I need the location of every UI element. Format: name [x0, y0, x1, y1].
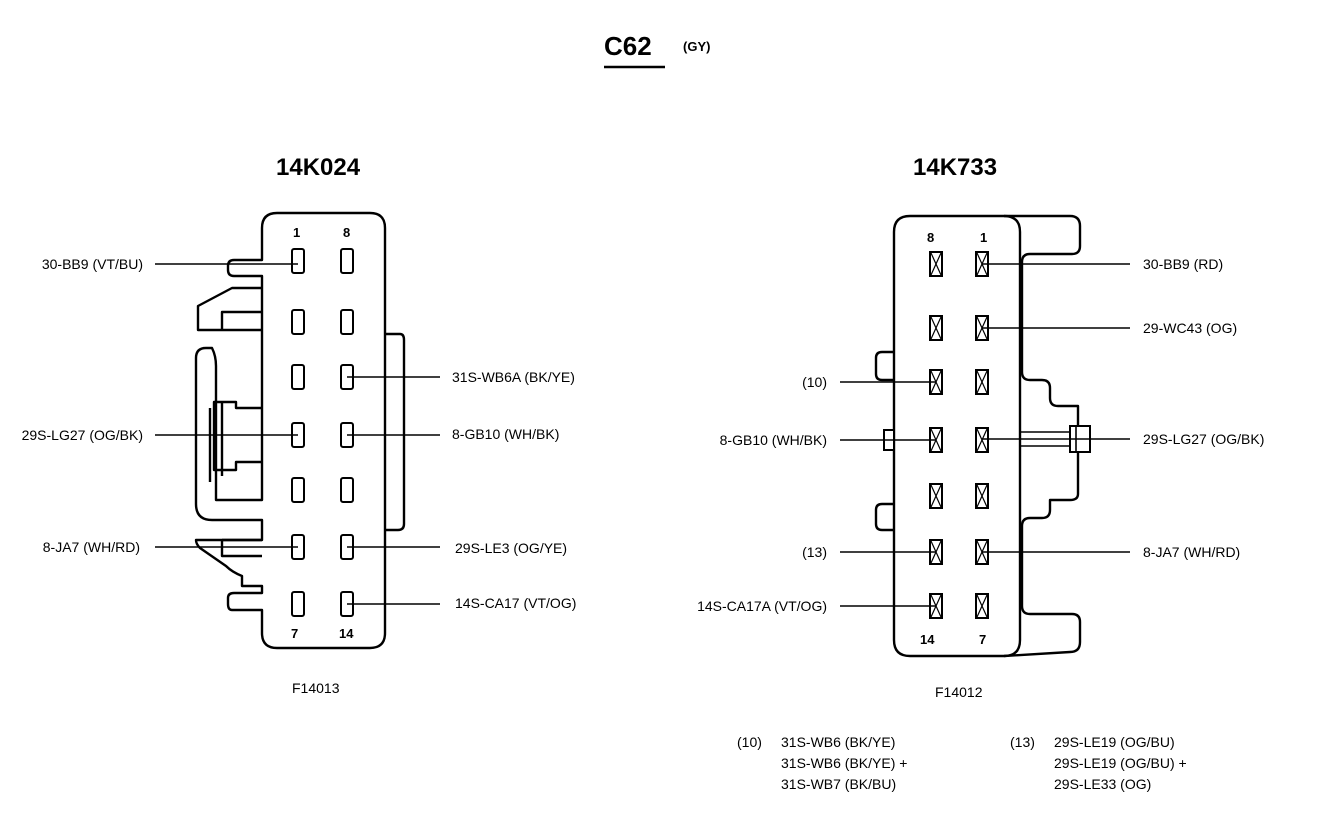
note-10-line-2: 31S-WB6 (BK/YE) + [781, 755, 907, 771]
left-label-pin11: 8-GB10 (WH/BK) [452, 426, 559, 442]
left-label-pin13: 29S-LE3 (OG/YE) [455, 540, 567, 556]
left-part-number: 14K024 [276, 154, 361, 181]
right-cavity-7 [975, 593, 989, 619]
right-leader-lines [840, 263, 1130, 607]
right-cavity-12 [929, 483, 943, 509]
right-pin-7-number: 7 [979, 632, 986, 647]
left-label-pin10: 31S-WB6A (BK/YE) [452, 369, 575, 385]
right-pin-1-number: 1 [980, 230, 987, 245]
note-13-line-1: 29S-LE19 (OG/BU) [1054, 734, 1175, 750]
right-figure-id: F14012 [935, 684, 983, 700]
right-cavity-8 [929, 251, 943, 277]
left-cavity-8 [340, 248, 354, 274]
left-label-pin1: 30-BB9 (VT/BU) [42, 256, 143, 272]
left-cavity-3 [291, 364, 305, 390]
right-label-pin13: (13) [802, 544, 827, 560]
left-cavity-5 [291, 477, 305, 503]
left-cavity-7 [291, 591, 305, 617]
footnotes: (10) 31S-WB6 (BK/YE) 31S-WB6 (BK/YE) + 3… [737, 734, 1187, 792]
right-label-pin4: 29S-LG27 (OG/BK) [1143, 431, 1264, 447]
right-label-pin2: 29-WC43 (OG) [1143, 320, 1237, 336]
left-pin-7-number: 7 [291, 626, 298, 641]
left-label-pin14: 14S-CA17 (VT/OG) [455, 595, 576, 611]
right-pin-14-number: 14 [920, 632, 935, 647]
right-cavity-5 [975, 483, 989, 509]
right-cavity-4 [975, 427, 989, 453]
note-10-line-1: 31S-WB6 (BK/YE) [781, 734, 895, 750]
note-10-ref: (10) [737, 734, 762, 750]
left-figure-id: F14013 [292, 680, 340, 696]
note-13-ref: (13) [1010, 734, 1035, 750]
left-cavity-9 [340, 309, 354, 335]
left-cavity-12 [340, 477, 354, 503]
right-label-pin11: 8-GB10 (WH/BK) [720, 432, 827, 448]
right-cavity-3 [975, 369, 989, 395]
left-pin-14-number: 14 [339, 626, 354, 641]
left-leader-lines [155, 263, 440, 605]
left-pin-cavities [291, 248, 354, 617]
right-label-pin14: 14S-CA17A (VT/OG) [697, 598, 827, 614]
left-label-pin6: 8-JA7 (WH/RD) [43, 539, 140, 555]
left-pin-1-number: 1 [293, 225, 300, 240]
left-connector-body [194, 211, 406, 650]
right-cavity-9 [929, 315, 943, 341]
connector-color-code: (GY) [683, 39, 710, 54]
left-label-pin4: 29S-LG27 (OG/BK) [22, 427, 143, 443]
left-cavity-2 [291, 309, 305, 335]
connector-title: C62 [604, 31, 652, 61]
left-pin-8-number: 8 [343, 225, 350, 240]
note-13-line-3: 29S-LE33 (OG) [1054, 776, 1151, 792]
right-pin-8-number: 8 [927, 230, 934, 245]
note-13-line-2: 29S-LE19 (OG/BU) + [1054, 755, 1187, 771]
right-label-pin6: 8-JA7 (WH/RD) [1143, 544, 1240, 560]
right-label-pin10: (10) [802, 374, 827, 390]
right-label-pin1: 30-BB9 (RD) [1143, 256, 1223, 272]
right-part-number: 14K733 [913, 154, 997, 181]
note-10-line-3: 31S-WB7 (BK/BU) [781, 776, 896, 792]
left-cavity-1 [291, 248, 305, 274]
right-pin-cavities [929, 251, 989, 619]
